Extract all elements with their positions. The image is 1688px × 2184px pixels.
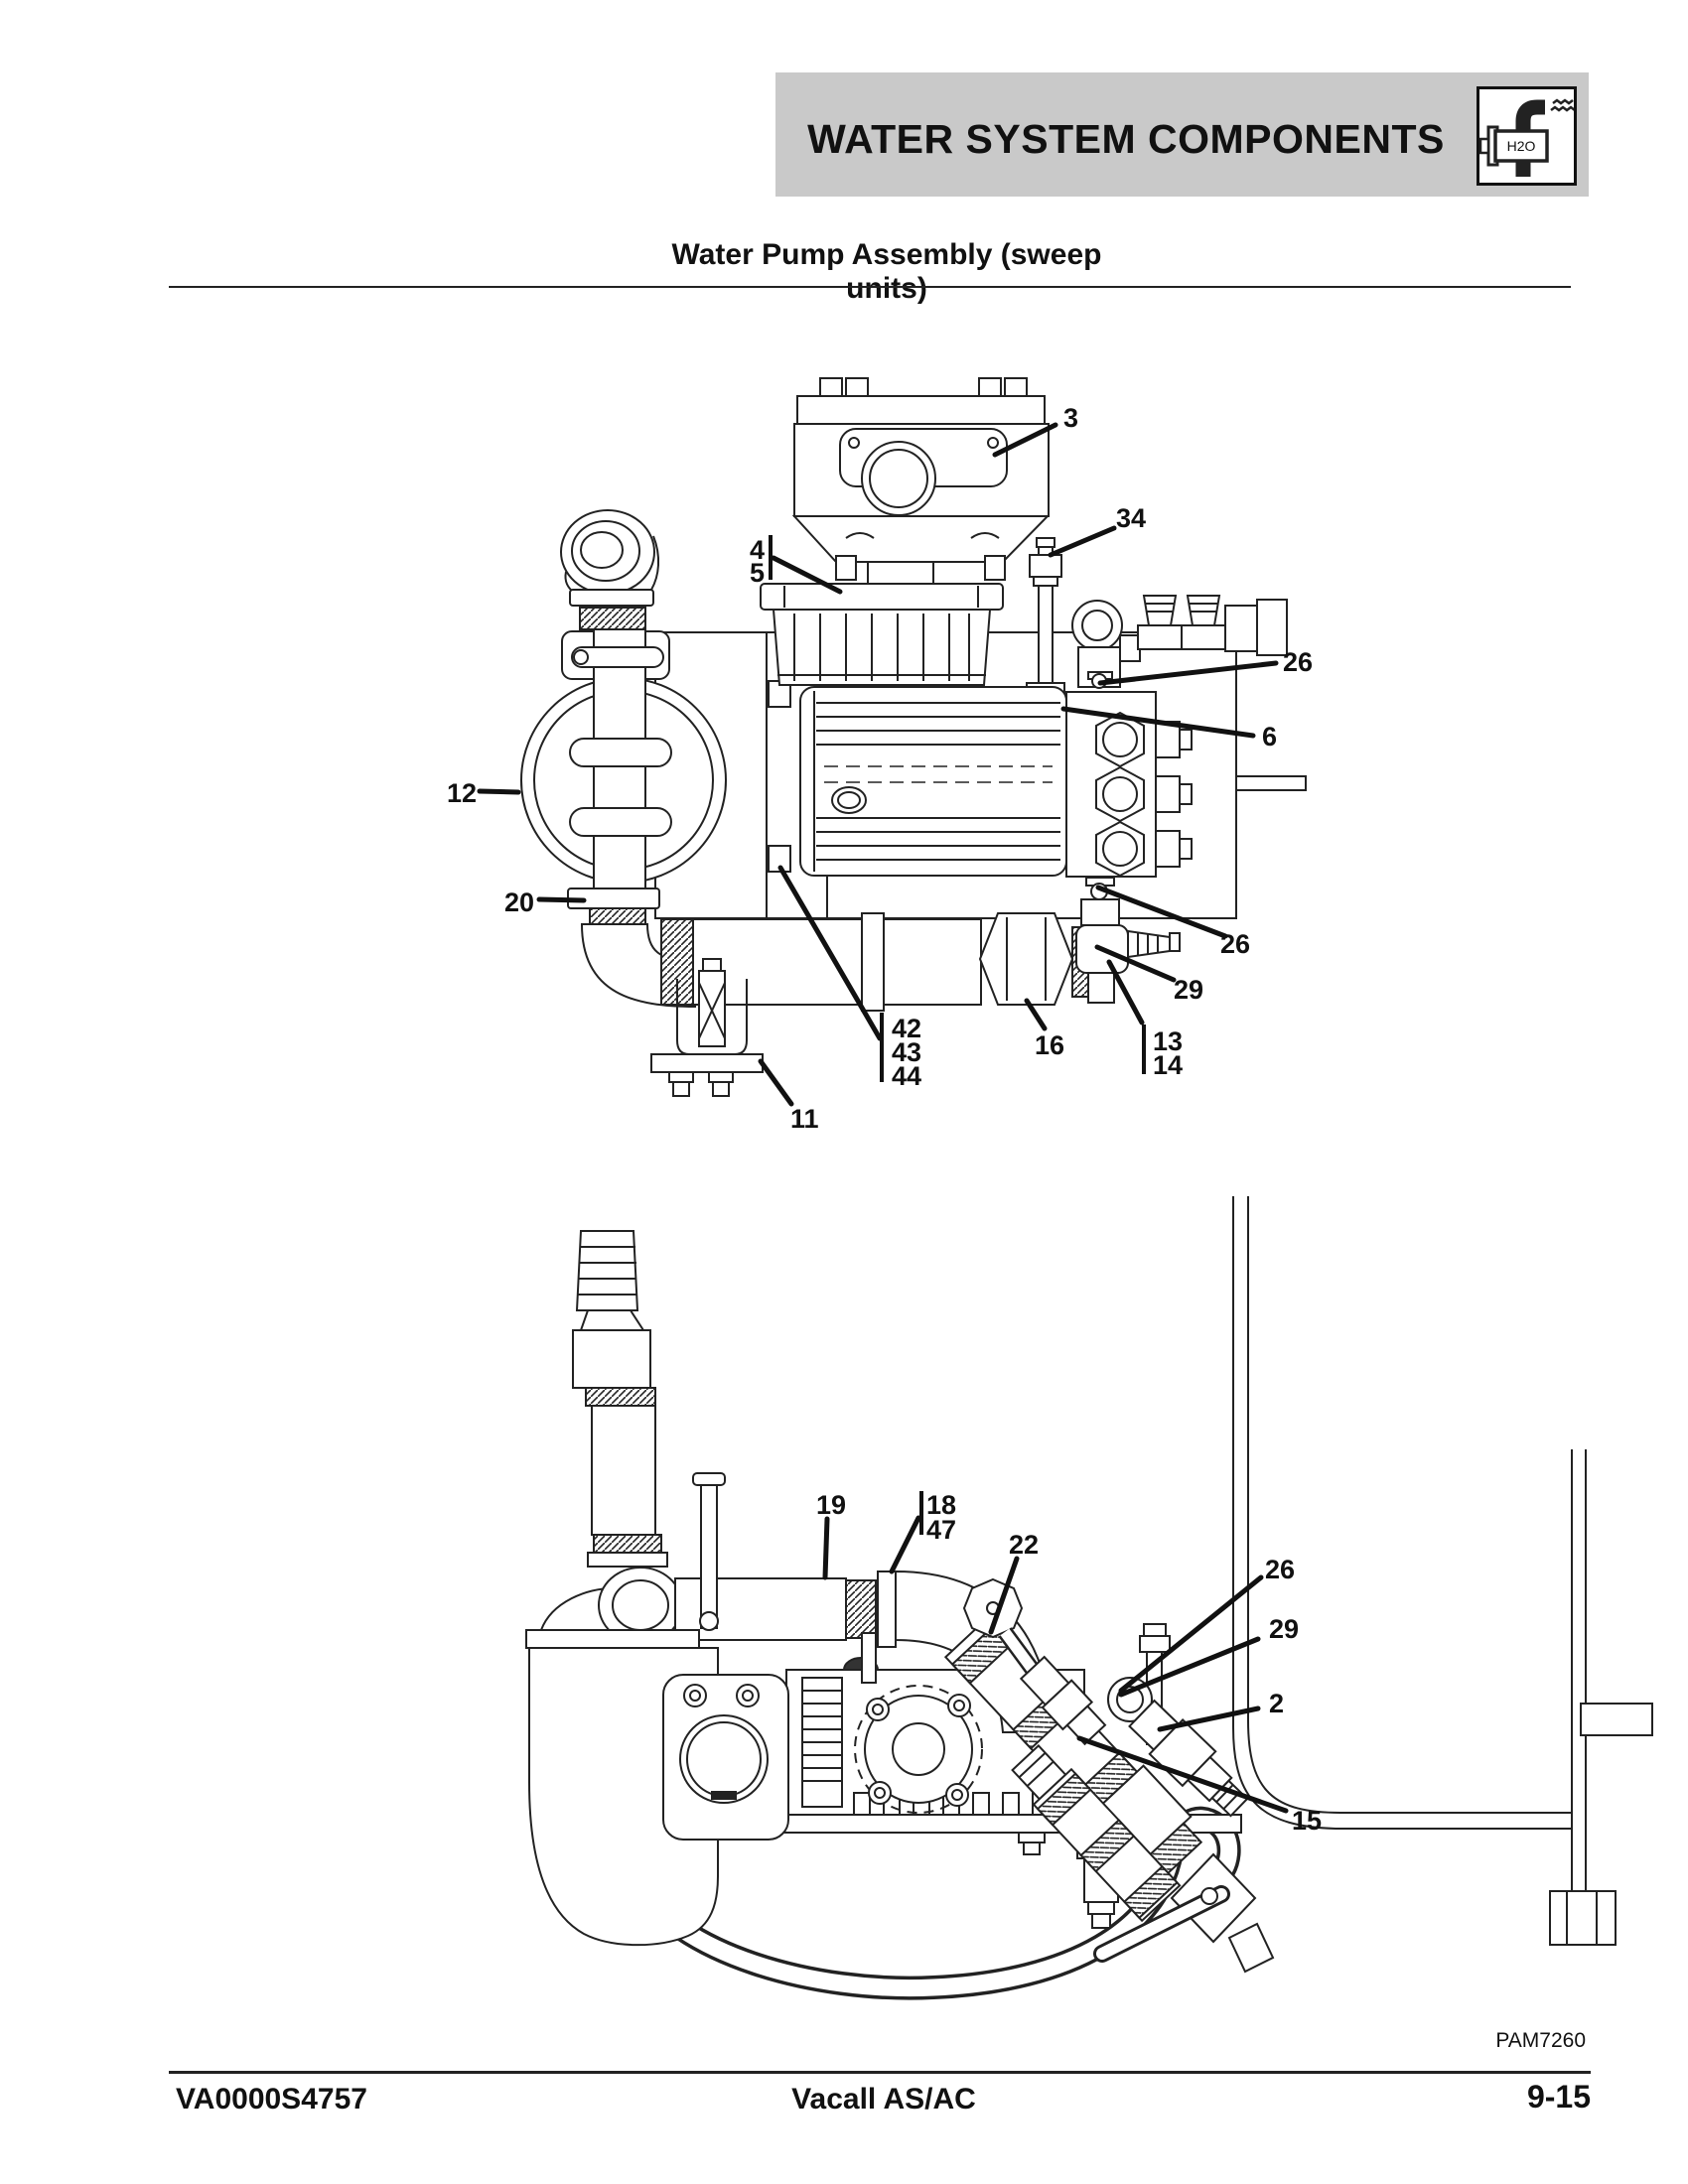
page-title: WATER SYSTEM COMPONENTS [807, 116, 1445, 162]
callout-22: 22 [1009, 1530, 1040, 1560]
callout-15: 15 [1292, 1806, 1323, 1836]
callout-6: 6 [1262, 722, 1278, 751]
footer-doc-number: VA0000S4757 [176, 2083, 367, 2116]
callout-43: 43 [892, 1037, 922, 1067]
water-pump-icon-art: H2O [1479, 98, 1574, 177]
header-banner: WATER SYSTEM COMPONENTS H2O [775, 72, 1589, 197]
icon-h2o-label: H2O [1507, 138, 1536, 154]
callout-11: 11 [790, 1104, 819, 1134]
callout-34: 34 [1116, 503, 1147, 533]
callout-19: 19 [816, 1490, 847, 1520]
callout-12: 12 [447, 778, 478, 808]
leader-lines [477, 422, 1289, 1814]
callout-13: 13 [1153, 1026, 1184, 1056]
footer-model: Vacall AS/AC [791, 2083, 976, 2116]
callout-5: 5 [750, 558, 766, 588]
figure-code: PAM7260 [1495, 2029, 1586, 2052]
callout-14: 14 [1153, 1050, 1184, 1080]
callout-47: 47 [926, 1515, 957, 1545]
callout-2: 2 [1269, 1689, 1285, 1718]
callout-42: 42 [892, 1014, 922, 1043]
callout-16: 16 [1035, 1030, 1065, 1060]
water-pump-h2o-icon: H2O [1477, 86, 1577, 186]
top-diagram-water-pump-side-view [520, 377, 1307, 1097]
callout-44: 44 [892, 1061, 922, 1091]
footer-rule [169, 2071, 1591, 2074]
bottom-diagram-water-pump-front-view [525, 1196, 1653, 2000]
header-rule [169, 286, 1571, 288]
callout-29-bottom: 29 [1269, 1614, 1300, 1644]
callout-20: 20 [504, 887, 535, 917]
callout-3: 3 [1063, 403, 1079, 433]
section-title: Water Pump Assembly (sweep units) [671, 238, 1102, 305]
callout-4: 4 [750, 535, 766, 565]
callout-26-mid: 26 [1220, 929, 1251, 959]
callout-29-top: 29 [1174, 975, 1204, 1005]
callout-18: 18 [926, 1490, 957, 1520]
callout-26-top: 26 [1283, 647, 1314, 677]
callout-bracket-bars [769, 535, 1146, 1535]
callout-26-bottom: 26 [1265, 1555, 1296, 1584]
footer-page-number: 9-15 [1526, 2079, 1591, 2115]
